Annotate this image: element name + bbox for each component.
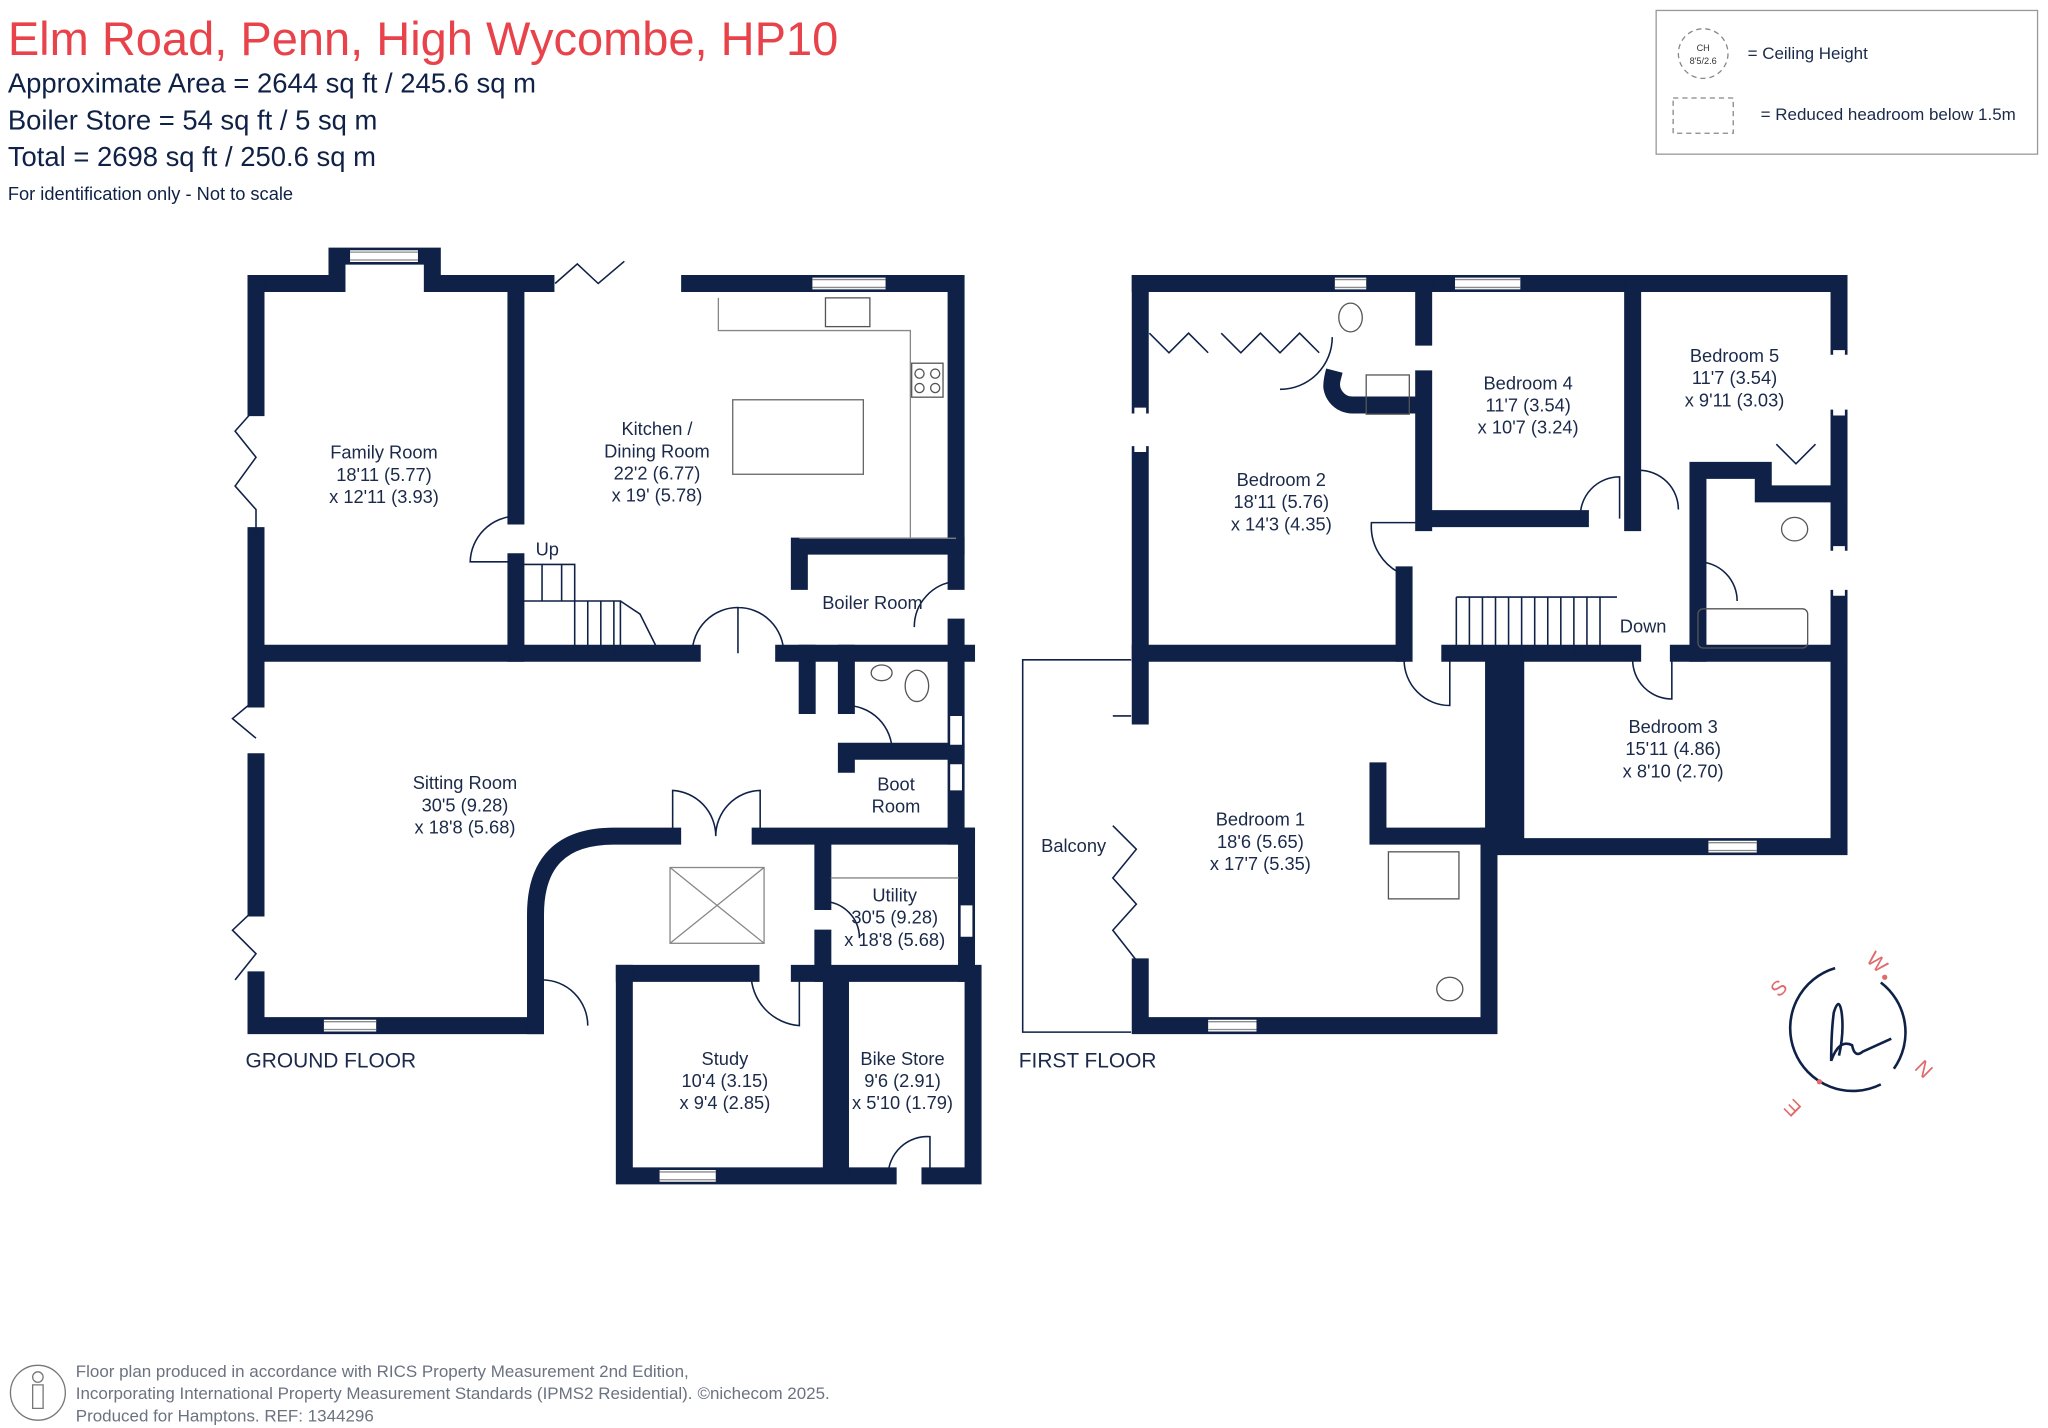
scale-note: For identification only - Not to scale (8, 183, 293, 204)
room-dim: x 18'8 (5.68) (415, 817, 516, 838)
room-name: Family Room (330, 442, 438, 463)
ensuite-shower-icon (1387, 851, 1460, 900)
room-dim: x 19' (5.78) (612, 485, 703, 506)
room-name: Bedroom 4 (1483, 372, 1572, 393)
ceiling-height-icon (1677, 28, 1729, 80)
room-dim: 18'11 (5.76) (1234, 491, 1330, 512)
room-dim: x 14'3 (4.35) (1231, 513, 1332, 534)
staircase (522, 563, 661, 654)
bath-icon (1697, 608, 1809, 649)
footer-line: Produced for Hamptons. REF: 1344296 (76, 1406, 374, 1425)
legend-reduced-headroom: = Reduced headroom below 1.5m (1761, 105, 2016, 124)
room-bedroom-5: Bedroom 5 11'7 (3.54) x 9'11 (3.03) (1685, 345, 1785, 410)
room-name: Bedroom 1 (1216, 809, 1305, 830)
footer-line: Incorporating International Property Mea… (76, 1384, 693, 1403)
room-dim: x 9'11 (3.03) (1685, 389, 1785, 410)
footer: Floor plan produced in accordance with R… (9, 1362, 830, 1425)
toilet-icon (1338, 302, 1363, 333)
sink-icon (824, 297, 871, 328)
room-dim: 18'11 (5.77) (336, 464, 432, 485)
room-dim: x 17'7 (5.35) (1210, 853, 1311, 874)
room-balcony: Balcony (1041, 835, 1107, 856)
room-name: Room (872, 796, 921, 817)
legend: CH 8'5/2.6 = Ceiling Height = Reduced he… (1655, 9, 2039, 155)
room-kitchen: Kitchen / Dining Room 22'2 (6.77) x 19' … (604, 418, 710, 506)
ground-floor-plan: Up (231, 247, 982, 1185)
room-dim: 15'11 (4.86) (1625, 738, 1721, 759)
compass: S W N E (1766, 948, 1937, 1121)
room-name: Sitting Room (413, 772, 518, 793)
room-name: Utility (872, 884, 918, 905)
first-floor-plan: Down (1021, 275, 1848, 1035)
room-utility: Utility 30'5 (9.28) x 18'8 (5.68) (844, 884, 945, 949)
room-dim: 11'7 (3.54) (1485, 395, 1570, 416)
shower-icon (1365, 374, 1410, 415)
down-label: Down (1620, 615, 1667, 636)
toilet-icon (904, 669, 930, 703)
logo-h (1829, 1002, 1892, 1062)
room-boot: Boot Room (872, 773, 921, 816)
room-dim: 22'2 (6.77) (614, 462, 701, 483)
boiler-store-area: Boiler Store = 54 sq ft / 5 sq m (8, 104, 378, 135)
room-dim: x 18'8 (5.68) (844, 929, 945, 950)
room-name: Bedroom 2 (1237, 469, 1326, 490)
compass-n: N (1910, 1056, 1937, 1083)
ground-floor-label: GROUND FLOOR (246, 1049, 417, 1072)
room-bedroom-4: Bedroom 4 11'7 (3.54) x 10'7 (3.24) (1478, 372, 1579, 437)
legend-ch: CH (1697, 43, 1710, 53)
room-dim: 10'4 (3.15) (682, 1070, 769, 1091)
room-dim: x 5'10 (1.79) (852, 1092, 953, 1113)
legend-ceiling-height: = Ceiling Height (1748, 44, 1869, 63)
room-sitting: Sitting Room 30'5 (9.28) x 18'8 (5.68) (413, 772, 518, 837)
compass-s: S (1766, 976, 1792, 1002)
room-name: Study (702, 1048, 750, 1069)
room-bedroom-1: Bedroom 1 18'6 (5.65) x 17'7 (5.35) (1210, 809, 1311, 874)
rooflight (669, 866, 765, 944)
room-name: Bedroom 3 (1628, 716, 1717, 737)
compass-w: W (1862, 948, 1892, 978)
toilet-icon (1436, 976, 1464, 1002)
up-label: Up (536, 538, 559, 559)
legend-ch-value: 8'5/2.6 (1690, 56, 1717, 66)
footer-line: Floor plan produced in accordance with R… (76, 1362, 689, 1381)
room-dim: 9'6 (2.91) (864, 1070, 941, 1091)
room-name: Bedroom 5 (1690, 345, 1779, 366)
room-dim: x 8'10 (2.70) (1623, 760, 1724, 781)
compass-e: E (1780, 1094, 1806, 1120)
staircase-first (1455, 596, 1617, 654)
kitchen-island (732, 399, 864, 475)
room-dim: 30'5 (9.28) (851, 907, 938, 928)
room-bedroom-2: Bedroom 2 18'11 (5.76) x 14'3 (4.35) (1231, 469, 1332, 534)
hob-icon (911, 362, 944, 398)
room-family: Family Room 18'11 (5.77) x 12'11 (3.93) (329, 442, 439, 507)
room-name: Bike Store (860, 1048, 944, 1069)
copyright: ©nichecom 2025. (697, 1384, 829, 1403)
room-dim: 11'7 (3.54) (1692, 367, 1777, 388)
room-study: Study 10'4 (3.15) x 9'4 (2.85) (679, 1048, 770, 1113)
toilet-icon (1780, 516, 1809, 542)
first-floor-label: FIRST FLOOR (1019, 1049, 1157, 1072)
room-dim: x 12'11 (3.93) (329, 486, 439, 507)
balcony-outline (1021, 658, 1132, 1033)
room-name: Dining Room (604, 440, 710, 461)
reduced-headroom-icon (1672, 97, 1734, 134)
room-boiler: Boiler Room (822, 592, 922, 613)
room-bike-store: Bike Store 9'6 (2.91) x 5'10 (1.79) (852, 1048, 953, 1113)
total-area: Total = 2698 sq ft / 250.6 sq m (8, 141, 376, 172)
room-bedroom-3: Bedroom 3 15'11 (4.86) x 8'10 (2.70) (1623, 716, 1724, 781)
room-dim: 18'6 (5.65) (1217, 831, 1304, 852)
room-name: Boot (877, 773, 915, 794)
room-dim: x 9'4 (2.85) (679, 1092, 770, 1113)
person-icon (9, 1364, 66, 1421)
approx-area: Approximate Area = 2644 sq ft / 245.6 sq… (8, 68, 536, 99)
basin-icon (870, 664, 893, 682)
room-dim: x 10'7 (3.24) (1478, 417, 1579, 438)
room-dim: 30'5 (9.28) (422, 794, 509, 815)
property-title: Elm Road, Penn, High Wycombe, HP10 (8, 12, 838, 65)
room-name: Kitchen / (621, 418, 693, 439)
